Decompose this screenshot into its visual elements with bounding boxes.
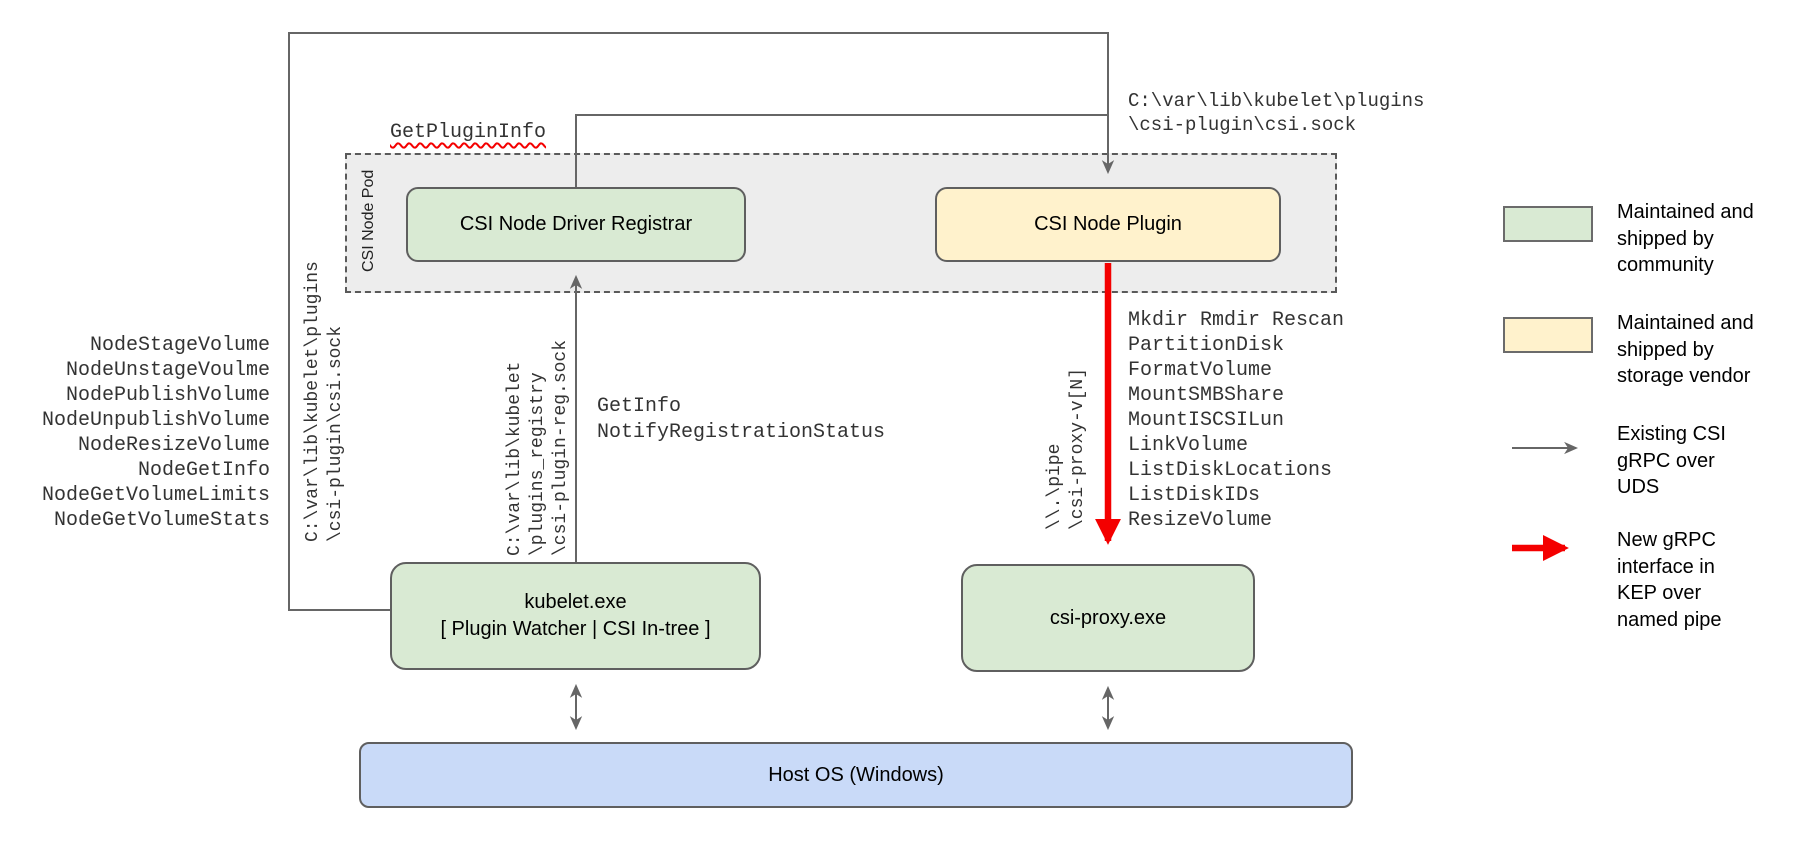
reg-sock-line3: \csi-plugin-reg.sock [551, 339, 571, 556]
csi-sock-path-line1: C:\var\lib\kubelet\plugins [1128, 90, 1425, 112]
legend-line: storage vendor [1617, 365, 1751, 387]
kubelet-label-line1: kubelet.exe [524, 591, 627, 613]
node-call: NodeStageVolume [89, 334, 270, 357]
proxy-call: FormatVolume [1128, 359, 1273, 382]
legend-line: Maintained and [1617, 312, 1754, 334]
csi-proxy-label: csi-proxy.exe [1049, 606, 1167, 629]
csi-node-plugin-box: CSI Node Plugin [935, 187, 1281, 262]
csi-sock-path-line2: \csi-plugin\csi.sock [1128, 114, 1357, 136]
legend-line: shipped by [1617, 338, 1714, 361]
registrar-label: CSI Node Driver Registrar [459, 213, 693, 235]
legend-line: New gRPC [1617, 529, 1716, 551]
proxy-call: MountSMBShare [1128, 384, 1285, 407]
named-pipe-line1: \\.\pipe [1045, 443, 1065, 530]
csi-sock-path-label: C:\var\lib\kubelet\plugins \csi-plugin\c… [1128, 89, 1424, 137]
legend-line: community [1617, 254, 1714, 276]
registration-call: NotifyRegistrationStatus [597, 421, 886, 444]
legend-line: Existing CSI [1617, 423, 1726, 445]
proxy-call: MountISCSILun [1128, 409, 1285, 432]
legend-line: UDS [1617, 476, 1660, 498]
get-plugin-info-label: GetPluginInfo [390, 121, 547, 144]
csi-sock-vertical-line1: C:\var\lib\kubelet\plugins [303, 261, 323, 542]
registrar-to-socket-connector [575, 114, 1108, 187]
csi-node-calls-list: NodeStageVolume NodeUnstageVoulme NodePu… [42, 333, 270, 533]
legend-line: interface in [1617, 555, 1715, 578]
proxy-call: ListDiskIDs [1128, 484, 1261, 507]
csi-node-driver-registrar-box: CSI Node Driver Registrar [406, 187, 746, 262]
legend-community-text: Maintained and shipped by community [1617, 199, 1754, 279]
node-call: NodeUnstageVoulme [65, 359, 270, 382]
proxy-call: Mkdir Rmdir Rescan [1128, 309, 1345, 332]
registration-calls-label: GetInfo NotifyRegistrationStatus [597, 394, 885, 446]
legend-vendor-text: Maintained and shipped by storage vendor [1617, 310, 1754, 390]
proxy-call: ResizeVolume [1128, 509, 1273, 532]
kubelet-box: kubelet.exe [ Plugin Watcher | CSI In-tr… [390, 562, 761, 670]
legend-community-swatch [1503, 206, 1593, 242]
legend-line: KEP over [1617, 582, 1702, 604]
node-call: NodeGetVolumeStats [53, 509, 270, 532]
host-os-label: Host OS (Windows) [768, 763, 944, 786]
node-call: NodeUnpublishVolume [41, 409, 270, 432]
legend-named-pipe-text: New gRPC interface in KEP over named pip… [1617, 527, 1722, 633]
node-call: NodeResizeVolume [77, 434, 270, 457]
legend-line: Maintained and [1617, 201, 1754, 223]
legend-line: named pipe [1617, 608, 1722, 631]
named-pipe-vertical-label: \\.\pipe \csi-proxy-v[N] [1044, 368, 1090, 530]
reg-sock-path-vertical-label: C:\var\lib\kubelet \plugins_registry \cs… [504, 340, 573, 556]
named-pipe-line2: \csi-proxy-v[N] [1068, 367, 1088, 530]
registration-call: GetInfo [597, 395, 682, 418]
node-call: NodePublishVolume [65, 384, 270, 407]
csi-sock-path-vertical-label: C:\var\lib\kubelet\plugins \csi-plugin\c… [302, 261, 348, 542]
plugin-label: CSI Node Plugin [1034, 213, 1182, 235]
csi-proxy-box: csi-proxy.exe [961, 564, 1255, 672]
legend-line: gRPC over [1617, 449, 1715, 472]
kubelet-to-plugin-uds-connector [288, 32, 1115, 611]
csi-proxy-calls-list: Mkdir Rmdir Rescan PartitionDisk FormatV… [1128, 308, 1344, 533]
legend-uds-text: Existing CSI gRPC over UDS [1617, 421, 1726, 501]
proxy-call: LinkVolume [1128, 434, 1249, 457]
legend-line: shipped by [1617, 227, 1714, 250]
proxy-call: PartitionDisk [1128, 334, 1285, 357]
legend-vendor-swatch [1503, 317, 1593, 353]
reg-sock-line2: \plugins_registry [528, 372, 548, 556]
csi-sock-vertical-line2: \csi-plugin\csi.sock [326, 325, 346, 542]
proxy-call: ListDiskLocations [1128, 459, 1333, 482]
host-os-box: Host OS (Windows) [359, 742, 1353, 808]
node-call: NodeGetVolumeLimits [41, 484, 270, 507]
reg-sock-line1: C:\var\lib\kubelet [505, 361, 525, 556]
node-call: NodeGetInfo [137, 459, 270, 482]
csi-node-pod-label: CSI Node Pod [360, 169, 377, 272]
kubelet-label-line2: [ Plugin Watcher | CSI In-tree ] [440, 618, 711, 640]
